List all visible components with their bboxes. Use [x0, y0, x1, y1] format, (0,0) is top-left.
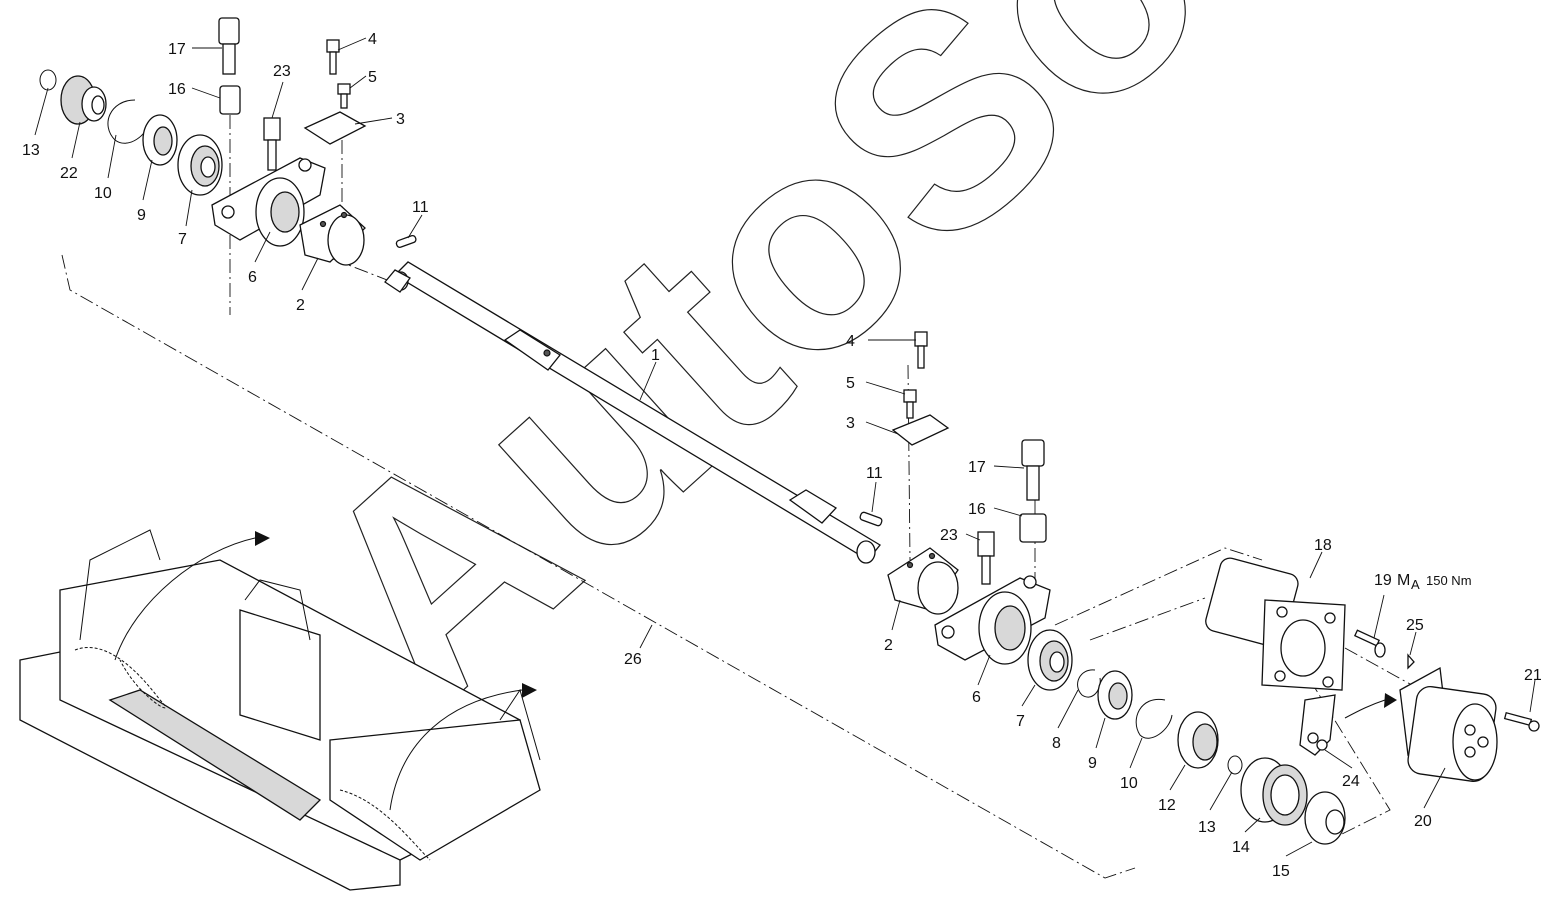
callout-17: 17	[968, 459, 986, 476]
torque-spec: M A 150 Nm	[1397, 572, 1472, 592]
bolt-icon	[1021, 439, 1045, 467]
callout-21: 21	[1524, 667, 1542, 684]
callout-26: 26	[624, 651, 642, 668]
callout-3: 3	[396, 111, 405, 128]
circlip-icon	[39, 69, 57, 91]
callout-16: 16	[168, 81, 186, 98]
bracket-icon	[1299, 694, 1336, 756]
callout-5: 5	[846, 375, 855, 392]
screw-icon	[326, 39, 340, 53]
drive-shaft	[384, 261, 881, 564]
sleeve-icon	[1240, 757, 1308, 826]
callout-24: 24	[1342, 773, 1360, 790]
callout-labels: 13 22 10 9 7 6 2 17 16 23 4 5 3 11 1 4 5…	[22, 31, 1542, 880]
key-icon	[395, 234, 417, 248]
callout-13: 13	[1198, 819, 1216, 836]
grease-nipple-icon	[977, 531, 995, 557]
bearing-icon	[1027, 629, 1073, 691]
callout-4: 4	[846, 333, 855, 350]
watermark-text: AutoSoft	[248, 0, 1414, 768]
callout-2: 2	[884, 637, 893, 654]
callout-5: 5	[368, 69, 377, 86]
gearbox-icon	[1205, 557, 1346, 691]
leader-lines	[34, 37, 1536, 857]
callout-1: 1	[651, 347, 660, 364]
callout-9: 9	[137, 207, 146, 224]
screw-icon	[337, 83, 351, 95]
collar-icon	[887, 547, 959, 615]
callout-11: 11	[412, 199, 429, 216]
spacer-icon	[1019, 513, 1047, 543]
seal-icon	[142, 114, 178, 166]
torque-value: 150 Nm	[1426, 573, 1472, 588]
callout-23: 23	[273, 63, 291, 80]
callout-23: 23	[940, 527, 958, 544]
callout-17: 17	[168, 41, 186, 58]
callout-2: 2	[296, 297, 305, 314]
callout-9: 9	[1088, 755, 1097, 772]
callout-6: 6	[972, 689, 981, 706]
circlip-icon	[1227, 755, 1243, 775]
hydraulic-motor-icon	[1399, 666, 1498, 782]
sprocket-icon	[60, 75, 107, 125]
callout-4: 4	[368, 31, 377, 48]
callout-20: 20	[1414, 813, 1432, 830]
callout-7: 7	[178, 231, 187, 248]
callout-3: 3	[846, 415, 855, 432]
callout-8: 8	[1052, 735, 1061, 752]
callout-14: 14	[1232, 839, 1250, 856]
callout-15: 15	[1272, 863, 1290, 880]
hub-icon	[1177, 711, 1219, 769]
end-cap-icon	[1304, 791, 1346, 845]
collar-icon	[299, 204, 366, 266]
callout-19: 19	[1374, 572, 1392, 589]
grease-nipple-icon	[263, 117, 281, 171]
screw-icon	[914, 331, 928, 347]
bearing-housing-icon	[934, 575, 1051, 665]
torque-prefix: M	[1397, 572, 1410, 589]
circlip-icon	[1077, 669, 1101, 698]
screw-icon	[903, 389, 917, 403]
callout-7: 7	[1016, 713, 1025, 730]
left-end-assembly	[39, 17, 417, 266]
motor-screw-icon	[1503, 711, 1533, 727]
torque-subscript: A	[1411, 577, 1420, 592]
bolt-icon	[218, 17, 240, 75]
callout-16: 16	[968, 501, 986, 518]
pin-icon	[1407, 653, 1415, 670]
callout-22: 22	[60, 165, 78, 182]
callout-25: 25	[1406, 617, 1424, 634]
plate-icon	[891, 414, 950, 446]
bearing-icon	[177, 134, 223, 196]
plate-icon	[303, 111, 367, 145]
callout-6: 6	[248, 269, 257, 286]
watermark: AutoSoft	[247, 0, 1414, 768]
machine-overview	[19, 529, 541, 891]
callout-13: 13	[22, 142, 40, 159]
callout-12: 12	[1158, 797, 1176, 814]
right-end-assembly	[859, 331, 1540, 845]
bearing-housing-icon	[211, 157, 326, 247]
key-icon	[859, 511, 883, 527]
flange-screw-icon	[1353, 629, 1386, 658]
callout-10: 10	[1120, 775, 1138, 792]
spacer-icon	[219, 85, 241, 115]
callout-10: 10	[94, 185, 112, 202]
callout-11: 11	[866, 465, 883, 482]
snap-ring-icon	[1135, 698, 1173, 739]
callout-18: 18	[1314, 537, 1332, 554]
